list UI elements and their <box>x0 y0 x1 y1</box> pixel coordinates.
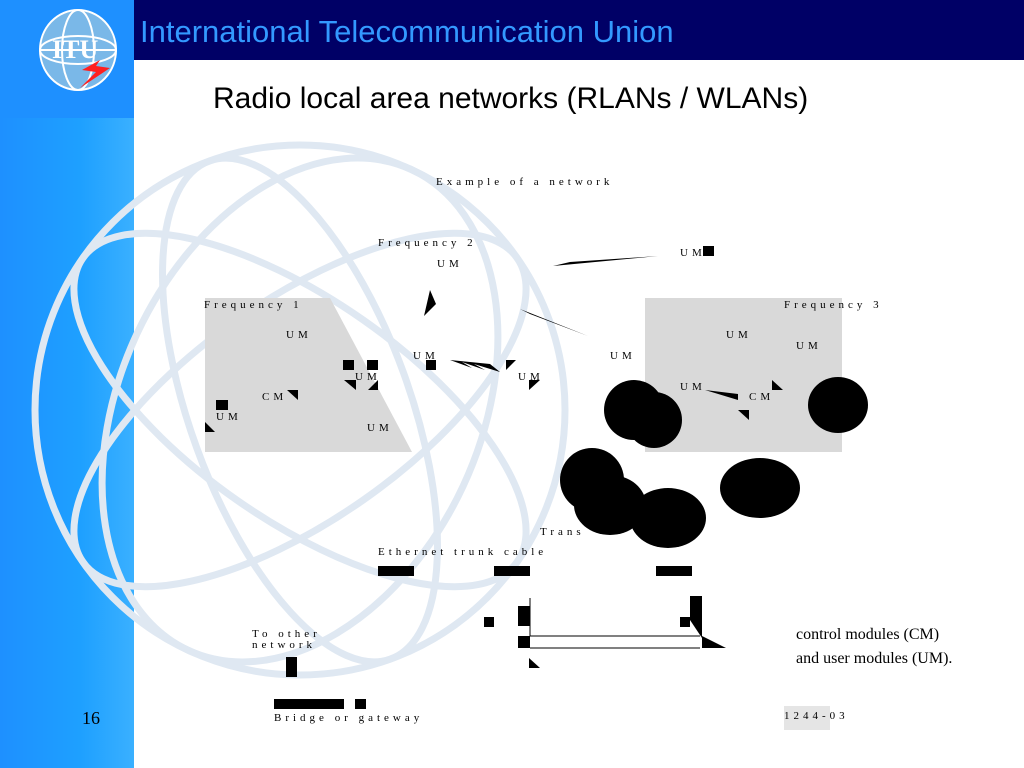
bridge-label: Bridge or gateway <box>274 712 424 724</box>
trunk-node <box>690 596 702 638</box>
logo-text: ITU <box>52 35 98 64</box>
um-label: UM <box>680 247 706 259</box>
trunk-node <box>484 617 494 627</box>
um-label: UM <box>796 340 822 352</box>
bridge-gateway-node <box>355 699 366 709</box>
trunk-segment <box>378 566 414 576</box>
frequency-3-label: Frequency 3 <box>784 299 883 311</box>
legend: control modules (CM) and user modules (U… <box>796 623 952 671</box>
module-triangle <box>287 390 298 400</box>
module-triangle <box>344 380 356 390</box>
um-label: UM <box>216 411 242 423</box>
module-triangle <box>368 380 378 390</box>
figure-id: 1244-03 <box>784 710 849 722</box>
module-triangle <box>529 380 540 390</box>
transceiver-blob <box>626 392 682 448</box>
diagram-caption: Example of a network <box>436 176 614 188</box>
legend-line-1: control modules (CM) <box>796 626 940 643</box>
figure-id-box <box>784 706 830 730</box>
trans-label: Trans <box>540 526 585 538</box>
module-square <box>426 360 436 370</box>
logo-panel: ITU <box>0 0 134 118</box>
lightning-icon <box>424 290 436 316</box>
cell-area-3 <box>645 298 842 452</box>
um-label: UM <box>413 350 439 362</box>
trunk-node <box>518 606 530 626</box>
frequency-1-label: Frequency 1 <box>204 299 303 311</box>
transceiver-blob <box>574 475 646 535</box>
module-triangle <box>738 410 749 420</box>
module-square <box>216 400 228 410</box>
radio-link-2 <box>520 309 588 336</box>
trunk-node <box>680 617 690 627</box>
module-square <box>703 246 714 256</box>
network-label: network <box>252 639 317 651</box>
um-label: UM <box>437 258 463 270</box>
module-triangle <box>506 360 516 370</box>
slide-title: Radio local area networks (RLANs / WLANs… <box>213 82 809 115</box>
header-bar <box>0 0 1024 60</box>
transceiver-blob <box>630 488 706 548</box>
trunk-segment <box>494 566 530 576</box>
um-label: UM <box>355 371 381 383</box>
to-other-label: To other <box>252 628 321 640</box>
module-square <box>367 360 378 370</box>
itu-logo: ITU <box>39 9 117 91</box>
um-label: UM <box>726 329 752 341</box>
ethernet-label: Ethernet trunk cable <box>378 546 548 558</box>
radio-link-3 <box>450 360 500 372</box>
trunk-node <box>518 636 530 648</box>
page-number: 16 <box>82 708 100 728</box>
cell-area-1 <box>205 298 412 452</box>
um-label: UM <box>367 422 393 434</box>
cm-label: CM <box>749 391 775 403</box>
module-triangle <box>705 390 738 400</box>
bridge-gateway-bar <box>274 699 344 709</box>
um-label: UM <box>518 371 544 383</box>
transceiver-blob <box>808 377 868 433</box>
trunk-node <box>529 658 540 668</box>
module-square <box>343 360 354 370</box>
module-triangle <box>205 422 215 432</box>
module-triangle <box>772 380 783 390</box>
cm-label: CM <box>262 391 288 403</box>
network-link <box>286 657 297 677</box>
org-title: International Telecommunication Union <box>140 14 674 49</box>
transceiver-blob <box>720 458 800 518</box>
um-label: UM <box>286 329 312 341</box>
um-label: UM <box>610 350 636 362</box>
legend-line-2: and user modules (UM). <box>796 650 953 667</box>
trunk-node <box>702 636 726 648</box>
trunk-segment <box>656 566 692 576</box>
radio-link-1 <box>553 256 658 266</box>
frequency-2-label: Frequency 2 <box>378 237 477 249</box>
um-label: UM <box>680 381 706 393</box>
